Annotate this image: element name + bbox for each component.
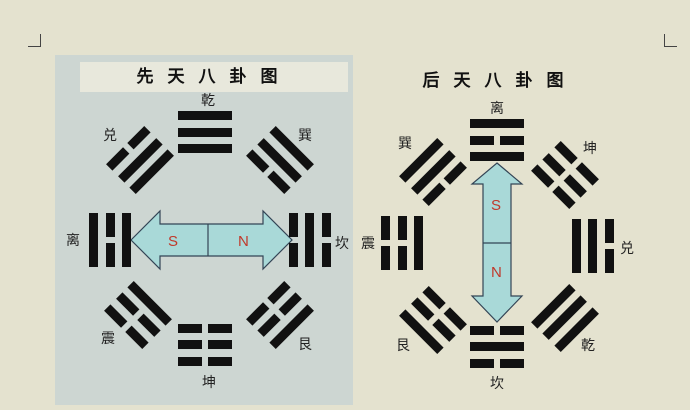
yang-line — [414, 216, 423, 270]
line-segment — [397, 216, 407, 240]
yin-line — [470, 359, 524, 368]
line-segment — [500, 359, 524, 368]
trigram-坤 — [178, 324, 232, 366]
corner-mark-left — [28, 34, 41, 47]
trigram-兑 — [572, 219, 614, 273]
line-segment — [470, 135, 494, 145]
line-segment — [605, 219, 614, 243]
line-segment — [572, 219, 581, 273]
label: 震 — [361, 236, 375, 252]
houtian-title: 后天八卦图 — [422, 71, 578, 91]
line-segment — [588, 219, 598, 273]
line-segment — [178, 111, 232, 120]
label: 坤 — [202, 375, 216, 391]
yin-line — [381, 216, 390, 270]
trigram-震 — [381, 216, 423, 270]
line-segment — [208, 324, 232, 333]
yin-line — [178, 357, 232, 366]
yang-line — [470, 342, 524, 352]
yin-line — [178, 324, 232, 333]
label: 坎 — [490, 376, 504, 392]
line-segment — [414, 216, 423, 270]
line-segment — [178, 127, 232, 137]
line-segment — [178, 340, 202, 350]
yang-line — [178, 111, 232, 120]
line-segment — [289, 213, 298, 237]
line-segment — [122, 213, 131, 267]
line-segment — [381, 216, 390, 240]
line-segment — [322, 213, 331, 237]
label: 兑 — [103, 128, 117, 144]
line-segment — [89, 213, 98, 267]
label: 坎 — [335, 236, 349, 252]
line-segment — [208, 340, 232, 350]
yin-line — [397, 216, 407, 270]
line-segment — [470, 359, 494, 368]
label: 巽 — [298, 128, 312, 144]
label: 兑 — [620, 241, 634, 257]
line-segment — [105, 213, 115, 237]
line-segment — [470, 342, 524, 352]
south-label-right: S — [491, 197, 501, 214]
yang-line — [470, 152, 524, 161]
yang-line — [572, 219, 581, 273]
trigram-坎 — [470, 326, 524, 368]
yin-line — [470, 135, 524, 145]
label: 乾 — [201, 93, 215, 109]
corner-mark-right — [664, 34, 677, 47]
yin-line — [289, 213, 298, 267]
trigram-离 — [470, 119, 524, 161]
line-segment — [470, 119, 524, 128]
xiantian-title: 先天八卦图 — [80, 62, 348, 92]
trigram-坎 — [289, 213, 331, 267]
label: 震 — [101, 331, 115, 347]
label: 巽 — [398, 136, 412, 152]
south-label: S — [168, 233, 178, 250]
north-label-right: N — [491, 264, 502, 281]
label: 坤 — [583, 141, 597, 157]
label: 离 — [490, 101, 504, 117]
yang-line — [588, 219, 598, 273]
yin-line — [105, 213, 115, 267]
north-label: N — [238, 233, 249, 250]
trigram-乾 — [178, 111, 232, 153]
line-segment — [305, 213, 315, 267]
label: 乾 — [581, 338, 595, 354]
yin-line — [470, 326, 524, 335]
yang-line — [305, 213, 315, 267]
yang-line — [122, 213, 131, 267]
yin-line — [605, 219, 614, 273]
yang-line — [89, 213, 98, 267]
yang-line — [178, 127, 232, 137]
line-segment — [500, 326, 524, 335]
yang-line — [470, 119, 524, 128]
line-segment — [322, 243, 331, 267]
yang-line — [178, 144, 232, 153]
line-segment — [178, 357, 202, 366]
line-segment — [289, 243, 298, 267]
label: 艮 — [396, 338, 410, 354]
line-segment — [500, 135, 524, 145]
yin-line — [322, 213, 331, 267]
line-segment — [470, 326, 494, 335]
line-segment — [178, 324, 202, 333]
line-segment — [605, 249, 614, 273]
label: 离 — [66, 233, 80, 249]
line-segment — [397, 246, 407, 270]
yin-line — [178, 340, 232, 350]
line-segment — [105, 243, 115, 267]
trigram-离 — [89, 213, 131, 267]
line-segment — [381, 246, 390, 270]
line-segment — [208, 357, 232, 366]
line-segment — [178, 144, 232, 153]
vertical-arrow: S N — [470, 162, 524, 323]
label: 艮 — [298, 337, 312, 353]
horizontal-arrow: S N — [130, 209, 293, 271]
line-segment — [470, 152, 524, 161]
